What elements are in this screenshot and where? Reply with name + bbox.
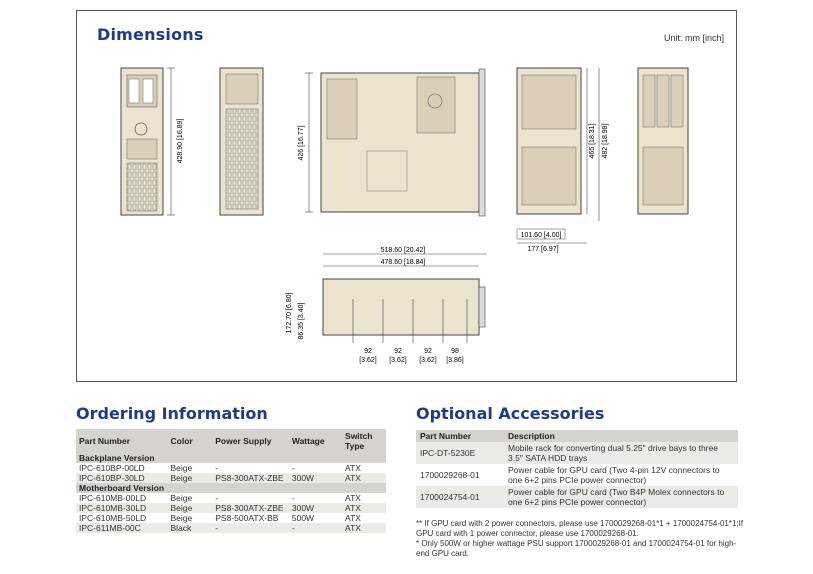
- accessories-header-row: Part Number Description: [416, 430, 738, 442]
- pitch1-value: 92: [364, 348, 372, 355]
- cell: ATX: [345, 513, 361, 523]
- slot-view-drawing: [219, 67, 264, 216]
- bottom-width2-label: 478.60 [18.84]: [381, 259, 426, 266]
- dimensions-title: Dimensions: [97, 25, 204, 44]
- col-wattage: Wattage: [288, 429, 343, 453]
- accessories-table: Part Number Description IPC-DT-5230E Mob…: [416, 430, 738, 508]
- cell: 300W: [288, 473, 343, 483]
- cell: IPC-610BP-00LD: [79, 463, 145, 473]
- cell: PS8-300ATX-ZBE: [212, 503, 289, 513]
- pitch2-inch: [3.62]: [389, 357, 407, 364]
- top-view-drawing: 426 [16.77]: [298, 68, 486, 217]
- cell: 300W: [288, 503, 343, 513]
- table-row: IPC-610MB-30LD Beige PS8-300ATX-ZBE 300W…: [76, 503, 386, 513]
- bottom-view-drawing: 518.60 [20.42] 478.60 [18.84] 172.70 [6.…: [286, 247, 487, 364]
- cell: IPC-610MB-00LD: [79, 493, 147, 503]
- cell: Mobile rack for converting dual 5.25" dr…: [504, 442, 738, 464]
- pitch1-inch: [3.62]: [359, 357, 377, 364]
- pitch4-value: 98: [451, 348, 459, 355]
- cell: Black: [167, 523, 213, 533]
- cell: -: [291, 493, 295, 503]
- rear-view-drawing: 428.90 [16.89]: [120, 67, 184, 216]
- col-part-number: Part Number: [76, 429, 168, 453]
- cell: Beige: [170, 493, 193, 503]
- cell: -: [288, 523, 343, 533]
- table-row: IPC-610BP-30LD Beige PS8-300ATX-ZBE 300W…: [76, 473, 386, 483]
- bottom-height1-label: 172.70 [6.80]: [286, 293, 293, 334]
- front-width1-label: 101.60 [4.00]: [521, 232, 562, 239]
- bottom-width1-label: 518.60 [20.42]: [381, 247, 426, 254]
- cell: Beige: [167, 473, 213, 483]
- ordering-table: Part Number Color Power Supply Wattage S…: [76, 429, 386, 533]
- cell: ATX: [342, 523, 386, 533]
- cell: Beige: [167, 503, 213, 513]
- cell: ATX: [345, 463, 361, 473]
- cell: IPC-611MB-00C: [76, 523, 168, 533]
- bay-view-drawing: [637, 67, 689, 215]
- cell: IPC-610BP-30LD: [76, 473, 168, 483]
- cell: 1700029268-01: [420, 470, 480, 480]
- table-row: IPC-611MB-00C Black - - ATX: [76, 523, 386, 533]
- accessories-notes: ** If GPU card with 2 power connectors, …: [416, 519, 746, 559]
- table-row: IPC-610MB-00LD Beige - - ATX: [76, 493, 386, 503]
- cell: ATX: [342, 503, 386, 513]
- cell: -: [215, 463, 219, 473]
- pitch2-value: 92: [394, 348, 402, 355]
- group-label: Backplane Version: [76, 453, 386, 463]
- table-row: IPC-DT-5230E Mobile rack for converting …: [416, 442, 738, 464]
- cell: IPC-DT-5230E: [416, 442, 504, 464]
- note-2: * Only 500W or higher wattage PSU suppor…: [416, 539, 737, 558]
- front-height2-label: 482 [18.98]: [602, 123, 609, 158]
- cell: Power cable for GPU card (Two B4P Molex …: [504, 486, 738, 508]
- cell: ATX: [342, 473, 386, 483]
- pitch3-value: 92: [424, 348, 432, 355]
- ordering-header-row: Part Number Color Power Supply Wattage S…: [76, 429, 386, 453]
- table-row: 1700029268-01 Power cable for GPU card (…: [416, 464, 738, 486]
- ordering-title: Ordering Information: [76, 404, 268, 423]
- group-row: Motherboard Version: [76, 483, 386, 493]
- cell: IPC-610MB-30LD: [76, 503, 168, 513]
- front-width2-label: 177 [6.97]: [527, 246, 558, 253]
- side-height-label: 428.90 [16.89]: [177, 119, 184, 164]
- cell: Power cable for GPU card (Two 4-pin 12V …: [508, 465, 720, 485]
- cell: -: [215, 493, 219, 503]
- cell: IPC-610MB-50LD: [79, 513, 147, 523]
- cell: -: [212, 523, 289, 533]
- col-acc-part-number: Part Number: [416, 430, 504, 442]
- front-height1-label: 465 [18.31]: [589, 123, 596, 158]
- dimension-drawings: 428.90 [16.89] 426 [16.77]: [120, 67, 689, 364]
- cell: 500W: [291, 513, 315, 523]
- bottom-height2-label: 86.35 [3.40]: [298, 302, 305, 339]
- col-switch-type: Switch Type: [342, 429, 386, 453]
- cell: ATX: [345, 493, 361, 503]
- cell: 1700024754-01: [416, 486, 504, 508]
- cell: -: [291, 463, 295, 473]
- top-depth-label: 426 [16.77]: [298, 125, 305, 160]
- table-row: 1700024754-01 Power cable for GPU card (…: [416, 486, 738, 508]
- cell: PS8-300ATX-ZBE: [212, 473, 289, 483]
- front-view-drawing: 465 [18.31] 482 [18.98] 101.60 [4.00] 17…: [516, 67, 609, 253]
- group-row: Backplane Version: [76, 453, 386, 463]
- col-power-supply: Power Supply: [212, 429, 289, 453]
- dimensions-panel: Dimensions Unit: mm [inch] 428.90 [16.89…: [76, 10, 737, 382]
- pitch3-inch: [3.62]: [419, 357, 437, 364]
- accessories-title: Optional Accessories: [416, 404, 605, 423]
- cell: Beige: [170, 513, 193, 523]
- col-acc-description: Description: [504, 430, 738, 442]
- table-row: IPC-610BP-00LD Beige - - ATX: [76, 463, 386, 473]
- group-label: Motherboard Version: [76, 483, 386, 493]
- unit-label: Unit: mm [inch]: [663, 33, 724, 43]
- table-row: IPC-610MB-50LD Beige PS8-500ATX-BB 500W …: [76, 513, 386, 523]
- pitch4-inch: [3.86]: [446, 357, 464, 364]
- cell: Beige: [170, 463, 193, 473]
- cell: PS8-500ATX-BB: [215, 513, 279, 523]
- note-1: ** If GPU card with 2 power connectors, …: [416, 519, 744, 538]
- col-color: Color: [167, 429, 213, 453]
